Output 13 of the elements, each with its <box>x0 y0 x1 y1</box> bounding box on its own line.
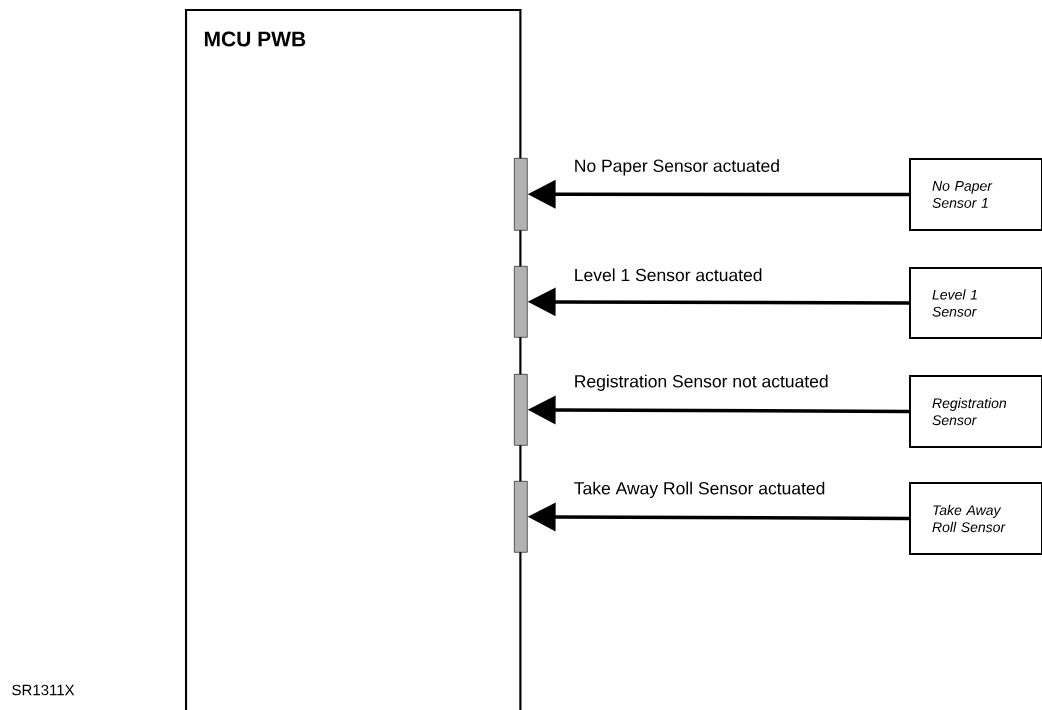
edge-label: Take Away Roll Sensor actuated <box>572 480 827 499</box>
sensor-box: Level 1 Sensor <box>909 267 1042 339</box>
sensor-box: Registration Sensor <box>909 375 1042 448</box>
edge-label: No Paper Sensor actuated <box>572 158 782 177</box>
edge-label: Level 1 Sensor actuated <box>572 267 764 283</box>
connector-bar <box>514 374 528 446</box>
connector-bar <box>514 266 528 338</box>
edge-label: Registration Sensor not actuated <box>572 373 830 392</box>
figure-code: SR1311X <box>12 684 75 696</box>
connector-bar <box>514 158 528 231</box>
sensor-box: No Paper Sensor 1 <box>909 158 1042 231</box>
connector-bar <box>514 481 528 553</box>
sensor-box: Take Away Roll Sensor <box>909 482 1042 555</box>
